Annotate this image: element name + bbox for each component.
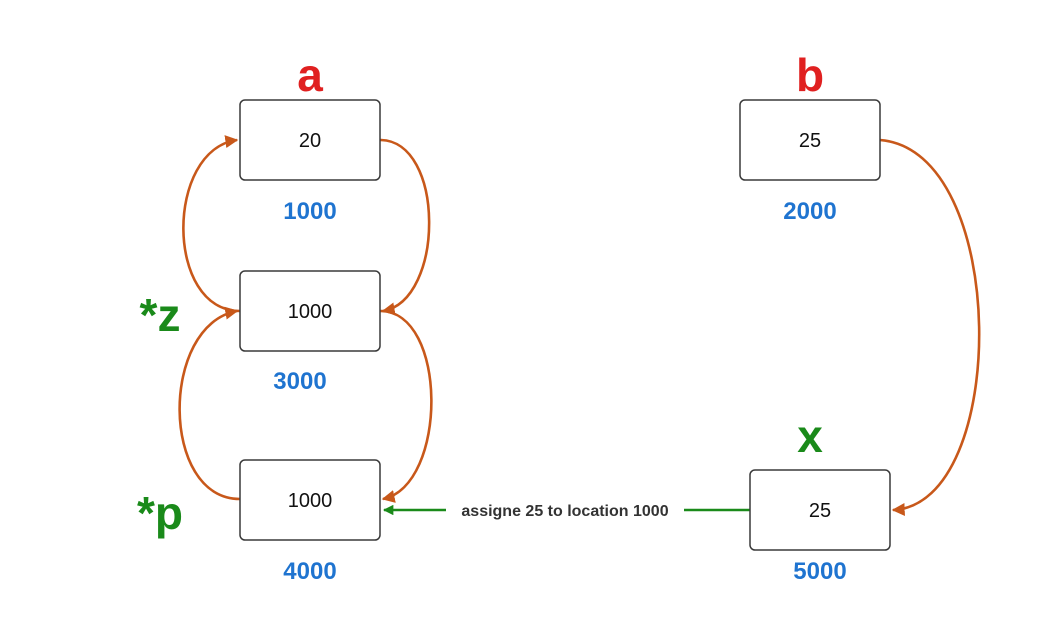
box-z — [239, 270, 381, 352]
label-z: *z — [140, 289, 181, 341]
node-z: *z 1000 3000 — [140, 270, 381, 395]
label-p: *p — [137, 487, 183, 539]
address-a: 1000 — [283, 198, 336, 225]
label-x: x — [797, 410, 823, 462]
value-a: 20 — [299, 130, 321, 152]
node-p: *p 1000 4000 — [137, 459, 381, 585]
address-p: 4000 — [283, 558, 336, 585]
assign-note: assigne 25 to location 1000 — [461, 503, 668, 520]
value-z: 1000 — [288, 301, 333, 323]
address-z: 3000 — [273, 368, 326, 395]
box-p — [239, 459, 381, 541]
label-b: b — [796, 49, 824, 101]
arrow-a-to-z — [379, 138, 431, 316]
node-b: b 25 2000 — [739, 49, 881, 225]
arrow-z-to-a — [182, 135, 241, 313]
node-x: x 25 5000 — [749, 410, 891, 585]
value-p: 1000 — [288, 490, 333, 512]
address-x: 5000 — [793, 558, 846, 585]
node-a: a 20 1000 — [239, 49, 381, 225]
arrow-z-to-p — [379, 309, 433, 503]
box-a — [239, 99, 381, 181]
value-x: 25 — [809, 500, 831, 522]
box-b — [739, 99, 881, 181]
address-b: 2000 — [783, 198, 836, 225]
box-x — [749, 469, 891, 551]
value-b: 25 — [799, 130, 821, 152]
arrow-p-to-z — [178, 306, 241, 501]
arrow-b-to-x — [879, 138, 981, 516]
label-a: a — [297, 49, 323, 101]
